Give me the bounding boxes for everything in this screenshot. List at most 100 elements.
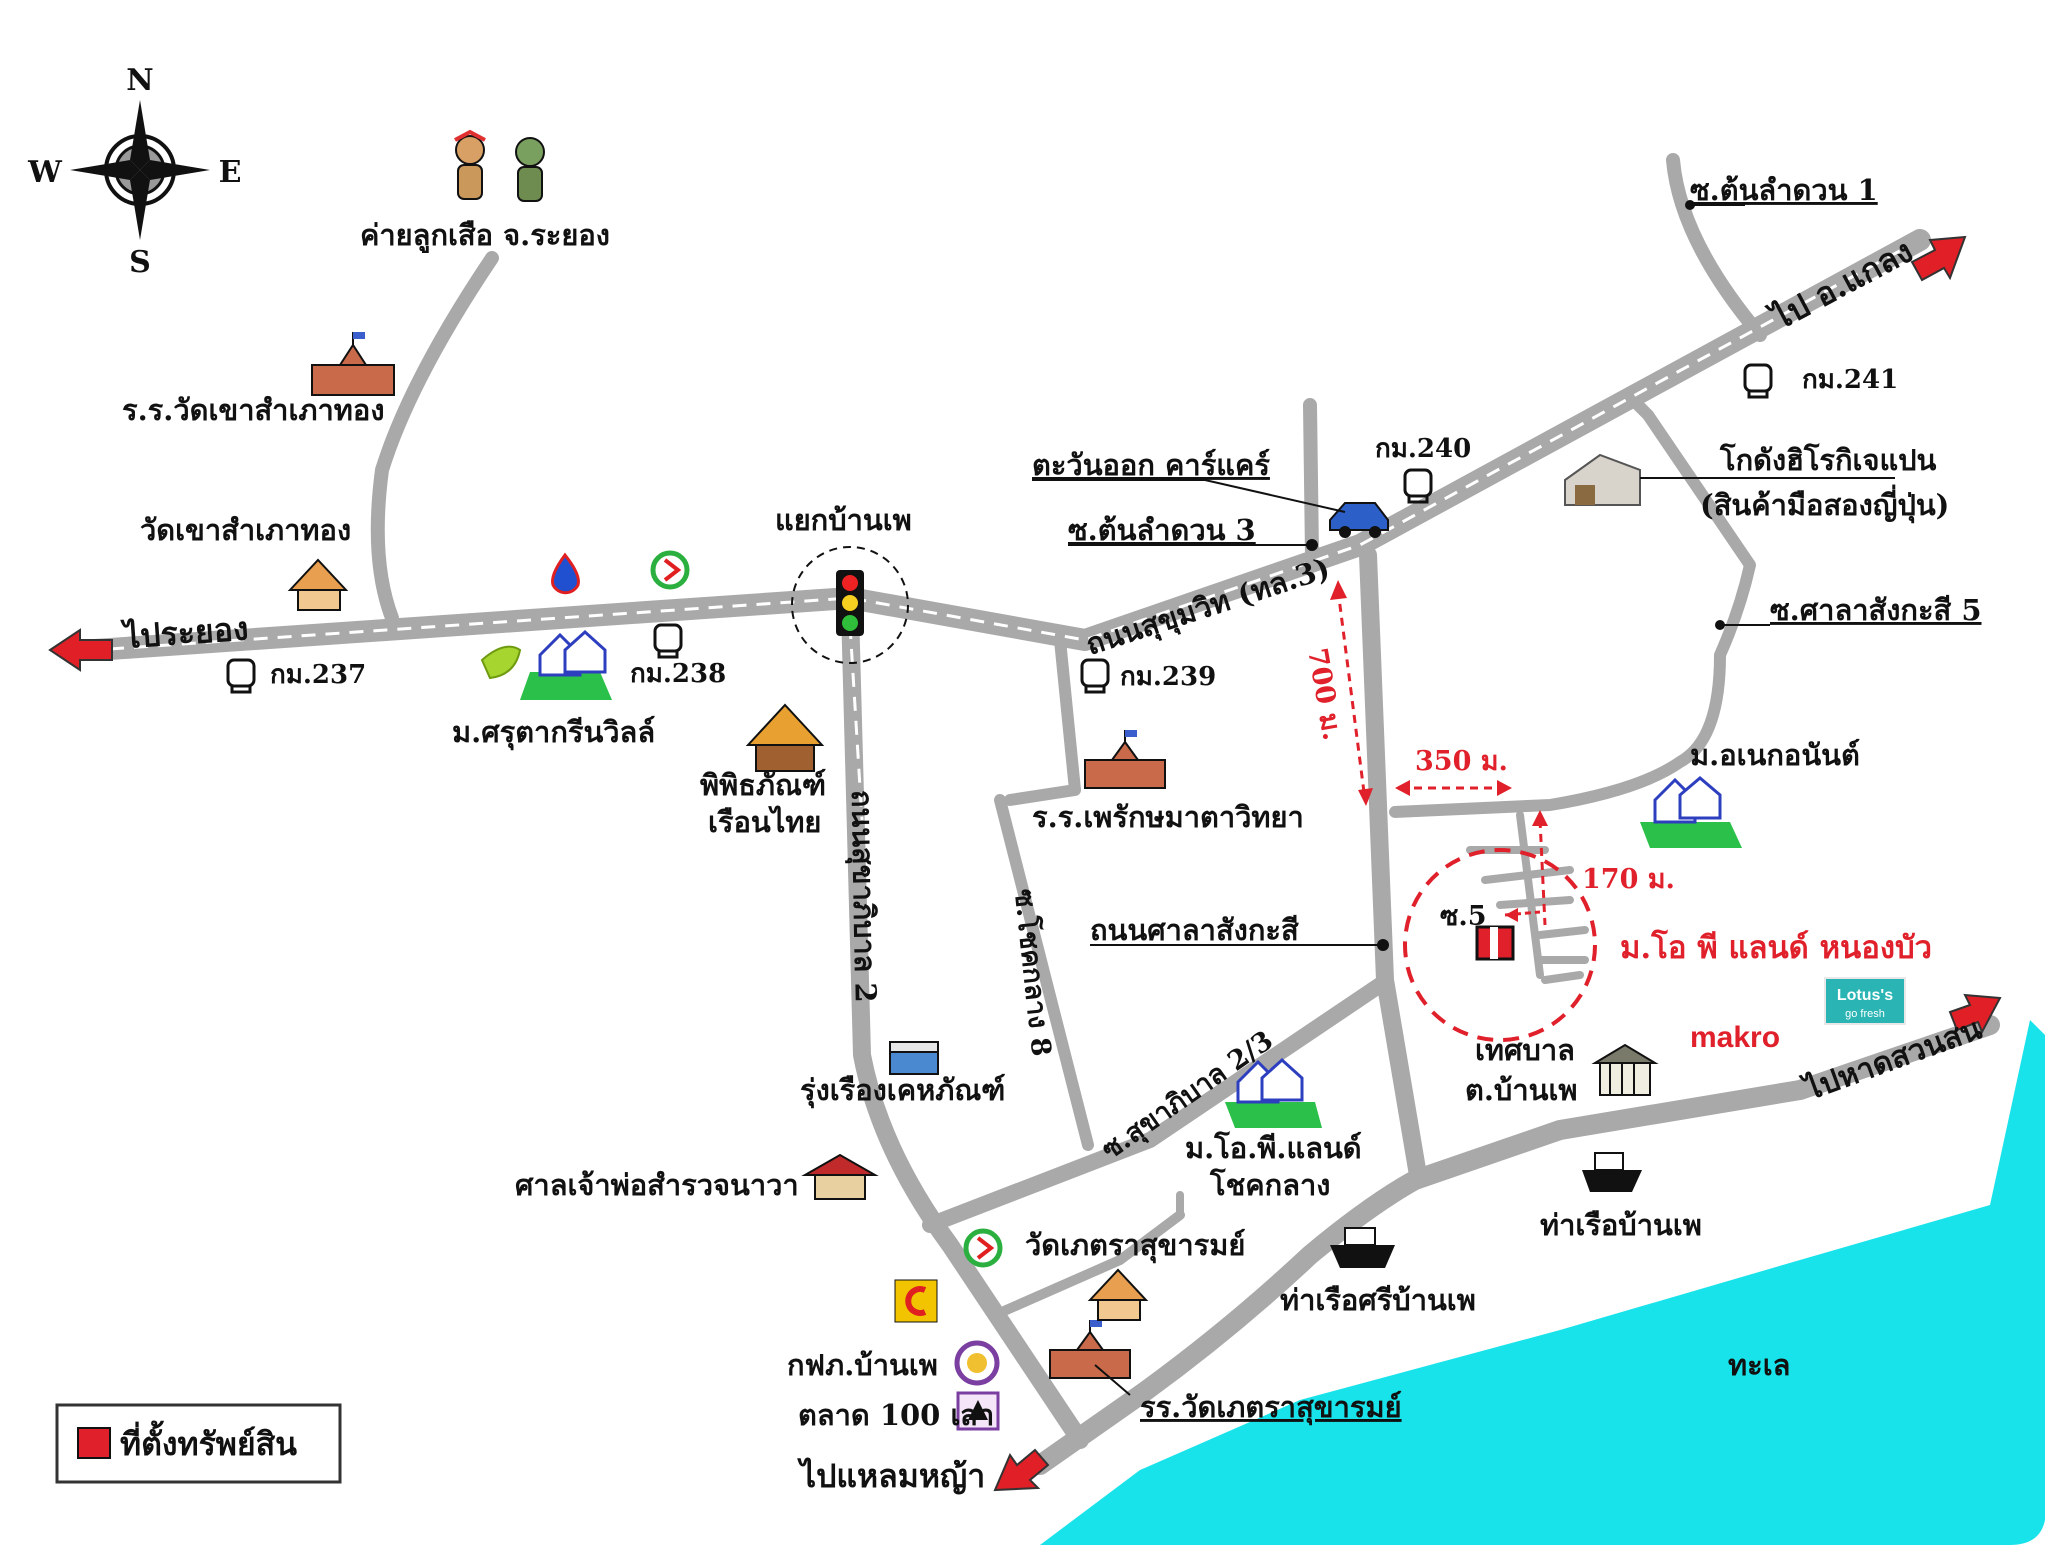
label-school-wat-khao: ร.ร.วัดเขาสำเภาทอง <box>122 393 384 427</box>
compass-rose: N S E W <box>27 63 241 280</box>
pea-icon <box>954 1340 1000 1386</box>
road-soi-ton-lamduan-3 <box>1303 398 1319 562</box>
leaf-icon <box>480 645 522 680</box>
arrow-to-klaeng <box>1910 235 1967 282</box>
legend-box: ที่ตั้งทรัพย์สิน <box>55 1403 342 1484</box>
arrow-to-rayong <box>48 628 113 672</box>
property-location-marker <box>1403 848 1597 1042</box>
label-rung-rueang: รุ่งเรืองเคหภัณฑ์ <box>800 1073 1005 1108</box>
lotus-text: Lotus's <box>1837 987 1893 1004</box>
fuel-drop-icon <box>551 552 580 595</box>
label-dist-700: 700 ม. <box>1301 646 1348 743</box>
road-soi-ton-lamduan-1 <box>1666 153 1767 342</box>
junction-dot <box>1306 539 1318 551</box>
label-property-village: ม.โอ พี แลนด์ หนองบัว <box>1620 929 1932 966</box>
compass-s: S <box>129 245 151 280</box>
label-to-klaeng: ไป อ.แกลง <box>1763 232 1919 339</box>
school-icon <box>1084 730 1166 789</box>
convenience-store-icon <box>894 1279 938 1323</box>
village-icon <box>1225 1057 1322 1128</box>
village-icon <box>1640 776 1742 848</box>
label-museum-1: พิพิธภัณฑ์ <box>700 768 826 802</box>
road-sukhumvit <box>84 229 1931 661</box>
warehouse-icon <box>1564 453 1641 506</box>
label-to-hat-suan-son: ไปหาดสวนสน <box>1798 1010 1987 1108</box>
fuel-station-icon <box>963 1228 1003 1268</box>
road-east-link <box>1389 399 1756 818</box>
road-wat <box>990 1210 1185 1320</box>
road-coastal <box>1030 1015 2000 1475</box>
label-km237: กม.237 <box>270 660 366 690</box>
label-wat-khao: วัดเขาสำเภาทอง <box>140 513 351 547</box>
thai-house-icon <box>745 703 825 772</box>
label-pea: กฟภ.บ้านเพ <box>787 1348 938 1382</box>
sea-area <box>1040 1020 2045 1545</box>
label-dist-350: 350 ม. <box>1415 746 1508 777</box>
label-village-saruta: ม.ศรุตากรีนวิลล์ <box>452 715 655 750</box>
label-wat-phet: วัดเภตราสุขารมย์ <box>1025 1228 1245 1263</box>
compass-w: W <box>27 155 63 190</box>
label-km239: กม.239 <box>1120 662 1216 692</box>
shrine-icon <box>801 1153 879 1200</box>
label-car-care: ตะวันออก คาร์แคร์ <box>1032 448 1270 482</box>
label-op-land-chotklang-1: ม.โอ.พี.แลนด์ <box>1185 1130 1362 1165</box>
arrow-to-hat-suan-son <box>1948 993 2002 1035</box>
label-km241: กม.241 <box>1802 365 1898 395</box>
label-soi-ton-lamduan-1: ซ.ต้นลำดวน 1 <box>1690 173 1878 207</box>
road-sukhaphiban-2-3 <box>922 977 1388 1233</box>
label-sukhaphiban2: ถนนสุขาภิบาล 2 <box>844 790 883 1003</box>
label-pier-ban-phe: ท่าเรือบ้านเพ <box>1540 1208 1702 1242</box>
label-ban-phe-junction: แยกบ้านเพ <box>775 503 912 537</box>
junction-dot <box>1715 620 1725 630</box>
distance-markers <box>1330 580 1548 926</box>
label-soi-chot-klang-8: ซ.โชคกลาง 8 <box>1008 887 1058 1058</box>
km-post-icon <box>653 623 683 659</box>
label-km238: กม.238 <box>630 659 726 689</box>
ship-icon <box>1582 1152 1642 1192</box>
shop-icon <box>889 1041 939 1075</box>
legend-swatch <box>77 1427 111 1459</box>
compass-e: E <box>219 155 242 190</box>
road-sukhaphiban-2 <box>841 601 1089 1449</box>
label-sea: ทะเล <box>1728 1348 1790 1382</box>
ship-icon <box>1330 1227 1395 1268</box>
label-museum-2: เรือนไทย <box>708 805 821 839</box>
market-icon <box>956 1391 1000 1431</box>
label-warehouse-2: (สินค้ามือสองญี่ปุ่น) <box>1700 484 1949 523</box>
label-shrine: ศาลเจ้าพ่อสำรวจนาวา <box>515 1168 799 1202</box>
label-to-laem-mae-ya: ไปแหลมหญ้า <box>797 1457 985 1495</box>
label-sukhumvit: ถนนสุขุมวิท (ทล.3) <box>1082 551 1334 663</box>
road-scout-camp <box>370 251 499 625</box>
label-km240: กม.240 <box>1375 434 1471 464</box>
school-icon <box>311 332 395 396</box>
label-village-anek: ม.อเนกอนันต์ <box>1690 738 1860 772</box>
road-soi-km239 <box>1004 634 1081 806</box>
junction-dot <box>1685 200 1695 210</box>
label-school-phe: ร.ร.เพรักษมาตาวิทยา <box>1032 800 1304 834</box>
traffic-light-icon <box>791 546 909 664</box>
compass-n: N <box>126 63 153 98</box>
label-soi-ton-lamduan-3: ซ.ต้นลำดวน 3 <box>1068 513 1256 547</box>
car-icon <box>1329 502 1389 538</box>
km-post-icon <box>1403 468 1433 504</box>
lotus-logo: Lotus's go fresh <box>1824 977 1906 1025</box>
label-soi-5: ซ.5 <box>1440 901 1487 932</box>
label-market: ตลาด 100 เสา <box>798 1398 994 1432</box>
school-icon <box>1049 1320 1131 1379</box>
label-pier-sri-ban-phe: ท่าเรือศรีบ้านเพ <box>1280 1283 1476 1317</box>
temple-icon <box>1087 1268 1149 1321</box>
label-soi-sala-5: ซ.ศาลาสังกะสี 5 <box>1770 593 1982 627</box>
label-to-rayong: ไประยอง <box>120 609 250 656</box>
label-makro: makro <box>1690 1021 1780 1054</box>
km-post-icons <box>226 363 1773 694</box>
junction-dot <box>1377 939 1389 951</box>
label-scout-camp: ค่ายลูกเสือ จ.ระยอง <box>360 218 610 253</box>
scout-icon <box>454 129 545 202</box>
label-warehouse-1: โกดังฮิโรกิเจแปน <box>1719 442 1937 477</box>
arrow-to-laem-mae-ya <box>993 1448 1050 1492</box>
road-centerlines <box>109 246 1906 821</box>
fuel-station-icon <box>650 550 690 590</box>
municipality-icon <box>1591 1043 1659 1096</box>
temple-icon <box>287 558 349 611</box>
